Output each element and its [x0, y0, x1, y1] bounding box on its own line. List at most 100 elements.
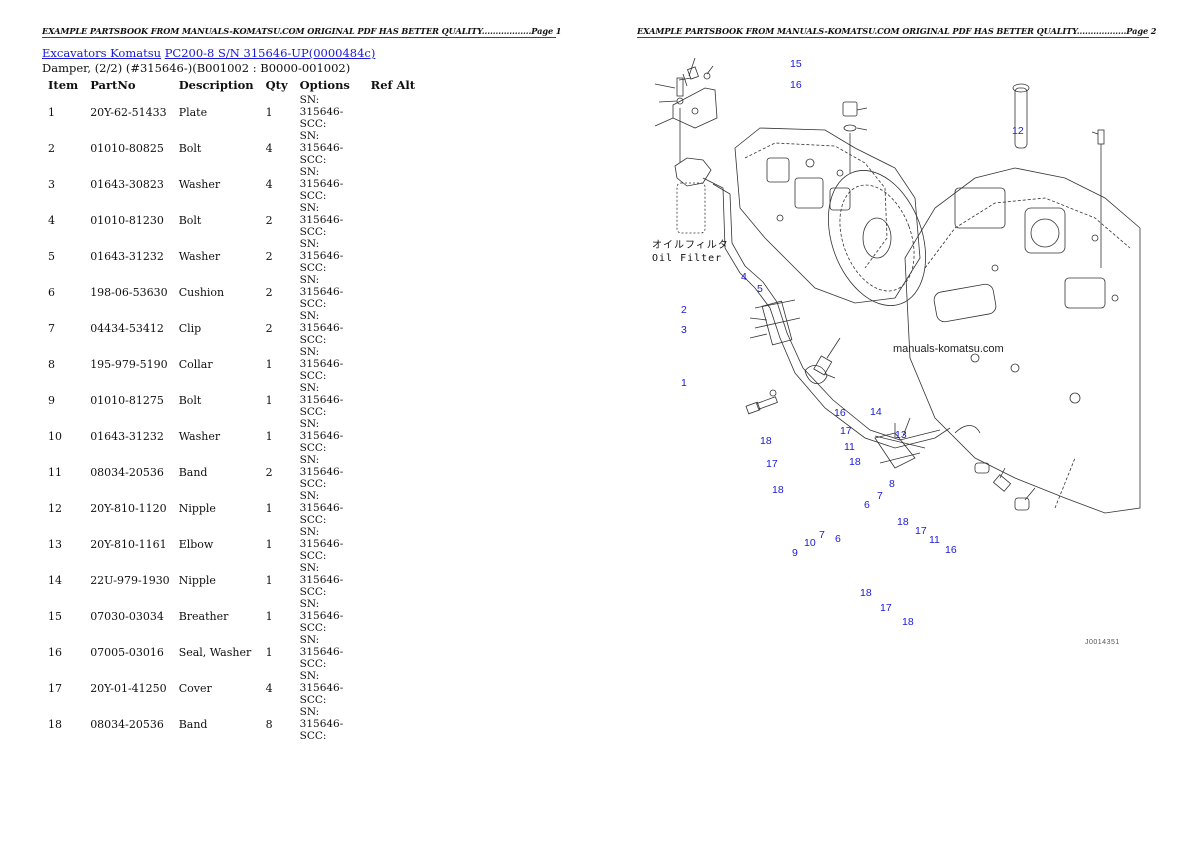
description-cell: Nipple — [178, 573, 216, 587]
callout-16[interactable]: 16 — [790, 79, 802, 91]
callout-5[interactable]: 5 — [757, 283, 763, 295]
diagram-drawing — [654, 57, 1141, 514]
callout-6[interactable]: 6 — [864, 499, 870, 511]
breadcrumb-category-link[interactable]: Excavators Komatsu — [42, 46, 162, 60]
callout-3[interactable]: 3 — [681, 324, 687, 336]
callout-2[interactable]: 2 — [681, 304, 687, 316]
callout-7[interactable]: 7 — [877, 490, 883, 502]
callout-10[interactable]: 10 — [804, 537, 816, 549]
qty-cell: 2 — [265, 249, 273, 263]
callout-18[interactable]: 18 — [849, 456, 861, 468]
description-cell: Bolt — [178, 141, 202, 155]
qty-cell: 1 — [265, 573, 273, 587]
header-ref-alt: Ref Alt — [370, 78, 416, 92]
header-item: Item — [48, 78, 79, 92]
callout-4[interactable]: 4 — [741, 271, 747, 283]
description-cell: Bolt — [178, 393, 202, 407]
ref-alt-cell — [365, 166, 421, 202]
qty-cell: 1 — [265, 429, 273, 443]
partno-cell: 08034-20536 — [90, 717, 164, 731]
callout-16[interactable]: 16 — [945, 544, 957, 556]
partno-cell: 20Y-62-51433 — [90, 105, 167, 119]
callout-15[interactable]: 15 — [790, 58, 802, 70]
options-cell: SN: 315646-SCC: — [299, 454, 344, 490]
callout-18[interactable]: 18 — [902, 616, 914, 628]
callout-17[interactable]: 17 — [766, 458, 778, 470]
options-cell: SN: 315646-SCC: — [299, 490, 344, 526]
ref-alt-cell — [365, 634, 421, 670]
ref-alt-cell — [365, 670, 421, 706]
qty-cell: 1 — [265, 645, 273, 659]
options-cell: SN: 315646-SCC: — [299, 166, 344, 202]
callout-17[interactable]: 17 — [915, 525, 927, 537]
description-cell: Collar — [178, 357, 213, 371]
callout-18[interactable]: 18 — [760, 435, 772, 447]
callout-16[interactable]: 16 — [834, 407, 846, 419]
qty-cell: 4 — [265, 141, 273, 155]
options-cell: SN: 315646-SCC: — [299, 202, 344, 238]
ref-alt-cell — [365, 562, 421, 598]
options-cell: SN: 315646-SCC: — [299, 562, 344, 598]
drawing-code: J0014351 — [1085, 639, 1120, 646]
ref-alt-cell — [365, 382, 421, 418]
ref-alt-cell — [365, 94, 421, 130]
description-cell: Clip — [178, 321, 202, 335]
ref-alt-cell — [365, 274, 421, 310]
qty-cell: 4 — [265, 681, 273, 695]
callout-9[interactable]: 9 — [792, 547, 798, 559]
options-cell: SN: 315646-SCC: — [299, 94, 344, 130]
callout-1[interactable]: 1 — [681, 377, 687, 389]
options-cell: SN: 315646-SCC: — [299, 310, 344, 346]
callout-12[interactable]: 12 — [1012, 125, 1024, 137]
item-cell: 8 — [48, 357, 55, 371]
callout-11[interactable]: 11 — [844, 441, 855, 453]
item-cell: 4 — [48, 213, 55, 227]
callout-8[interactable]: 8 — [889, 478, 895, 490]
partno-cell: 08034-20536 — [90, 465, 164, 479]
callout-18[interactable]: 18 — [772, 484, 784, 496]
item-cell: 17 — [48, 681, 62, 695]
ref-alt-cell — [365, 598, 421, 634]
page-2: EXAMPLE PARTSBOOK FROM MANUALS-KOMATSU.C… — [595, 0, 1190, 842]
partno-cell: 195-979-5190 — [90, 357, 168, 371]
callout-18[interactable]: 18 — [860, 587, 872, 599]
item-cell: 14 — [48, 573, 62, 587]
qty-cell: 2 — [265, 465, 273, 479]
header-partno: PartNo — [90, 78, 136, 92]
callout-18[interactable]: 18 — [897, 516, 909, 528]
breadcrumb-model-link[interactable]: PC200-8 S/N 315646-UP(0000484c) — [164, 46, 376, 60]
item-cell: 7 — [48, 321, 55, 335]
options-cell: SN: 315646-SCC: — [299, 346, 344, 382]
ref-alt-cell — [365, 346, 421, 382]
breadcrumb: Excavators Komatsu PC200-8 S/N 315646-UP… — [42, 46, 375, 60]
partno-cell: 01643-31232 — [90, 429, 164, 443]
partno-cell: 22U-979-1930 — [90, 573, 170, 587]
callout-17[interactable]: 17 — [880, 602, 892, 614]
item-cell: 10 — [48, 429, 62, 443]
callout-7[interactable]: 7 — [819, 529, 825, 541]
item-cell: 13 — [48, 537, 62, 551]
page-1: EXAMPLE PARTSBOOK FROM MANUALS-KOMATSU.C… — [42, 26, 562, 742]
description-cell: Nipple — [178, 501, 216, 515]
callout-11[interactable]: 11 — [929, 534, 940, 546]
partno-cell: 04434-53412 — [90, 321, 164, 335]
callout-13[interactable]: 13 — [895, 429, 907, 441]
partno-cell: 01643-31232 — [90, 249, 164, 263]
options-cell: SN: 315646-SCC: — [299, 598, 344, 634]
callout-14[interactable]: 14 — [870, 406, 882, 418]
partno-cell: 07030-03034 — [90, 609, 164, 623]
callout-6[interactable]: 6 — [835, 533, 841, 545]
options-cell: SN: 315646-SCC: — [299, 526, 344, 562]
callout-17[interactable]: 17 — [840, 425, 852, 437]
